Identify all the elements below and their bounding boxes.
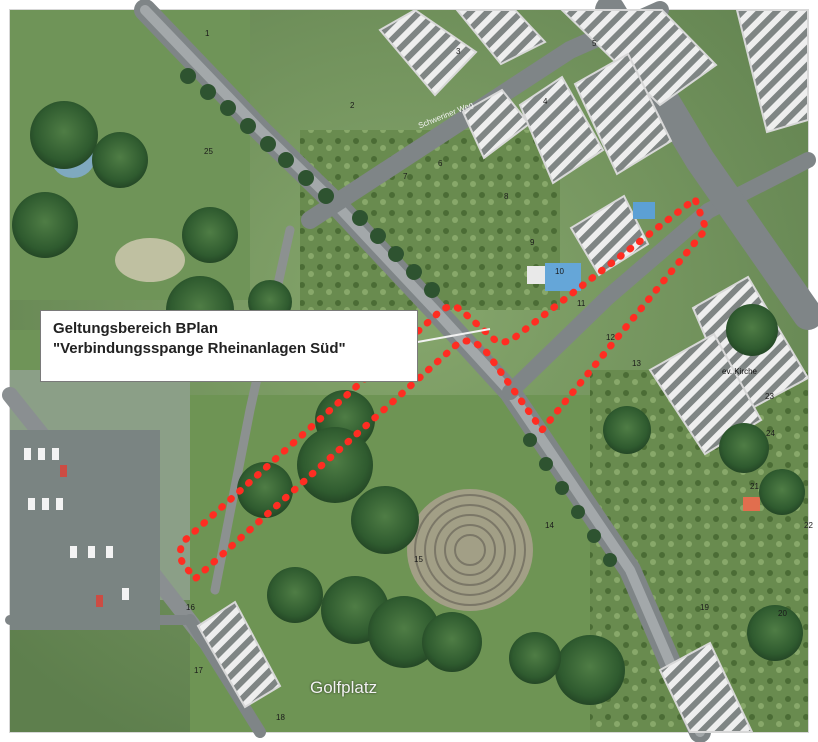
parcel-label: 14 xyxy=(545,521,554,530)
parcel-label: 22 xyxy=(804,521,813,530)
callout-subtitle: "Verbindungsspange Rheinanlagen Süd" xyxy=(53,340,346,357)
trees xyxy=(12,68,805,705)
callout-box: Geltungsbereich BPlan "Verbindungsspange… xyxy=(40,310,418,382)
parcel-label: 18 xyxy=(276,713,285,722)
parcel-label: 2 xyxy=(350,101,355,110)
parcel-label: 17 xyxy=(194,666,203,675)
parcel-label: 12 xyxy=(606,333,615,342)
golf-course-label: Golfplatz xyxy=(310,678,378,697)
parcel-label: 19 xyxy=(700,603,709,612)
church-label: ev. Kirche xyxy=(722,367,757,376)
parcel-label: 16 xyxy=(186,603,195,612)
boundary-outline xyxy=(176,193,710,583)
parcel-label: 6 xyxy=(438,159,443,168)
parcel-label: 21 xyxy=(750,482,759,491)
parcel-label: 20 xyxy=(778,609,787,618)
parcel-label: 4 xyxy=(543,97,548,106)
parcel-label: 8 xyxy=(504,192,509,201)
parcel-label: 5 xyxy=(592,39,597,48)
parcel-label: 3 xyxy=(456,47,461,56)
parcel-label: 13 xyxy=(632,359,641,368)
callout-pointer xyxy=(411,328,491,344)
parcel-label: 10 xyxy=(555,267,564,276)
parcel-label: 7 xyxy=(403,172,408,181)
parcel-label: 24 xyxy=(766,429,775,438)
parcel-label: 25 xyxy=(204,147,213,156)
parking-area xyxy=(10,430,160,630)
parcel-label: 9 xyxy=(530,238,535,247)
parcel-label: 23 xyxy=(765,392,774,401)
buildings xyxy=(196,8,810,733)
parcel-label: 15 xyxy=(414,555,423,564)
parcel-label: 11 xyxy=(577,299,586,308)
parcel-label: 1 xyxy=(205,29,210,38)
callout-title: Geltungsbereich BPlan xyxy=(53,320,219,337)
